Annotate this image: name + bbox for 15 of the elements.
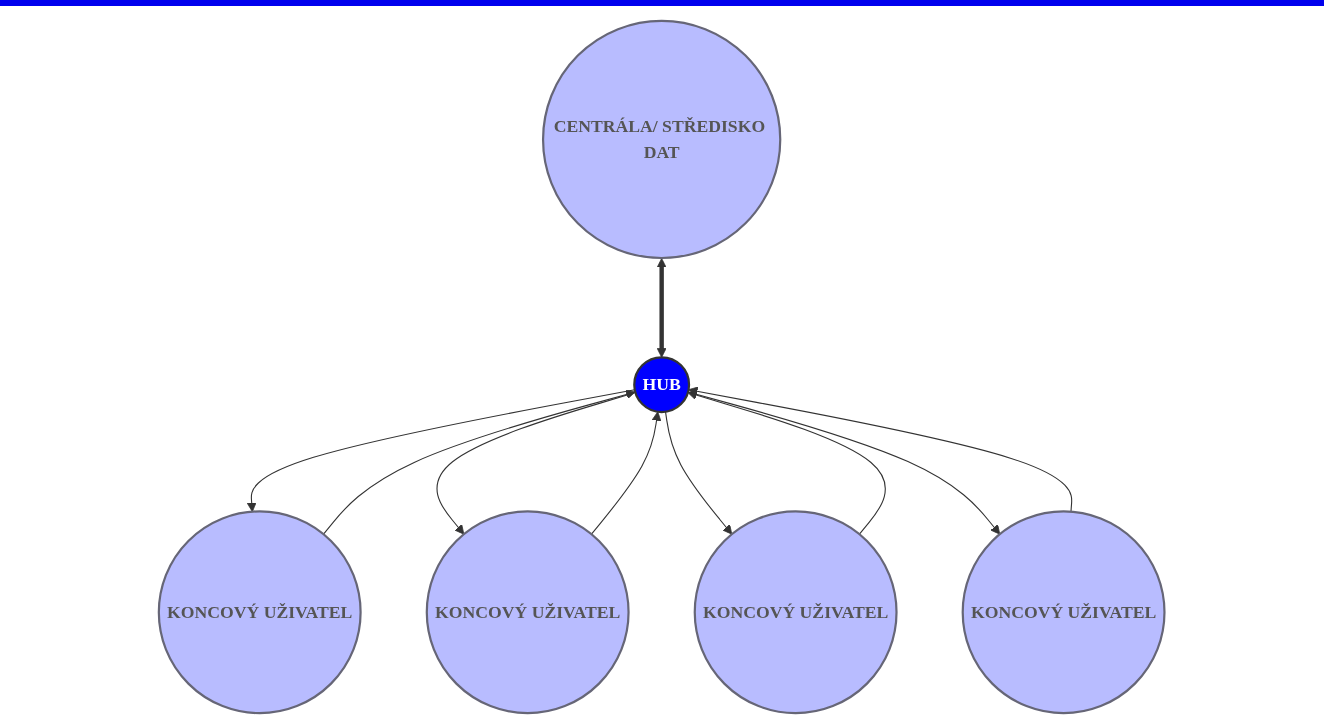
- arrow: [323, 389, 637, 535]
- arrow: [591, 411, 662, 535]
- arrow: [688, 386, 1073, 513]
- node-circle: KONCOVÝ UŽIVATEL: [694, 510, 898, 715]
- arrow: [665, 411, 733, 535]
- node-circle: KONCOVÝ UŽIVATEL: [426, 510, 630, 715]
- arrow: [436, 392, 637, 535]
- arrow: [687, 391, 1001, 535]
- arrow: [687, 390, 887, 535]
- node-circle: CENTRÁLA/ STŘEDISKO DAT: [542, 19, 782, 260]
- node-circle: KONCOVÝ UŽIVATEL: [158, 510, 363, 715]
- arrow: [657, 258, 667, 358]
- node-circle: KONCOVÝ UŽIVATEL: [961, 510, 1166, 715]
- arrow: [247, 389, 636, 513]
- node-circle: HUB: [633, 356, 691, 414]
